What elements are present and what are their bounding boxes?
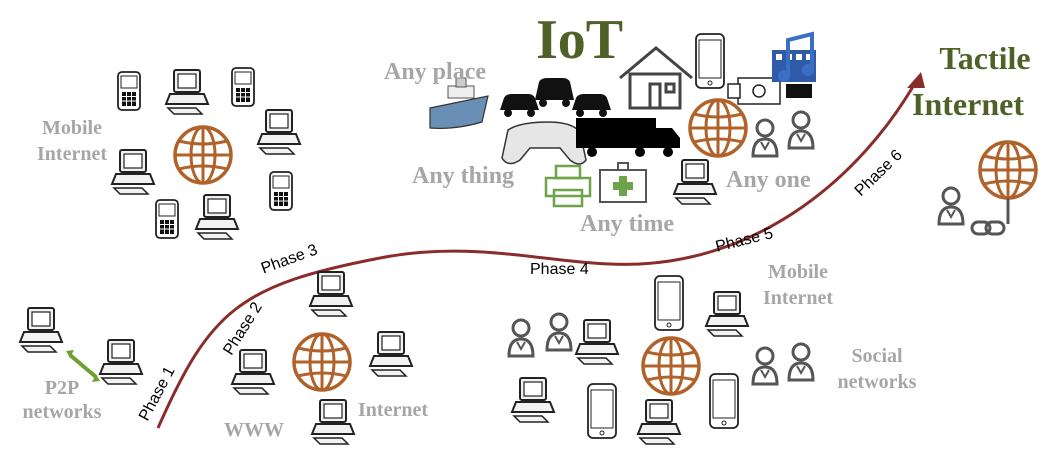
mobile-internet-top-label: Mobile Internet (26, 118, 118, 164)
social-line1: Social (851, 345, 903, 367)
any-thing-label: Any thing (412, 163, 515, 189)
social-networks-label: Social networks (826, 346, 928, 392)
p2p-line2: networks (22, 401, 102, 423)
music-film-icon (772, 31, 816, 98)
www-internet-label: Internet (358, 399, 428, 421)
first-aid-icon (599, 162, 647, 203)
truck-icon (576, 118, 680, 157)
car-icons (500, 78, 611, 117)
mobile-top-line2: Internet (37, 143, 107, 165)
camera-icon (727, 77, 781, 105)
social-line2: networks (837, 371, 917, 393)
p2p-line1: P2P (44, 377, 80, 399)
gamepad-icon (501, 121, 587, 165)
evolution-curve (156, 77, 920, 429)
printer-icon (544, 164, 592, 208)
curve-arrowhead (907, 72, 925, 88)
tactile-line1: Tactile (939, 40, 1031, 76)
mobile-bottom-line2: Internet (763, 287, 833, 309)
mobile-internet-cluster-top (111, 67, 301, 240)
iot-title: IoT (536, 9, 624, 71)
p2p-cluster (19, 307, 143, 385)
tactile-internet-icon (937, 140, 1038, 236)
mobile-bottom-line1: Mobile (768, 261, 828, 283)
ship-icon (429, 77, 489, 129)
house-icon (619, 46, 693, 110)
iot-cluster (429, 31, 816, 208)
p2p-label: P2P networks (14, 378, 110, 422)
mobile-top-line1: Mobile (42, 117, 102, 139)
tactile-title: Tactile (920, 42, 1050, 74)
any-one-label: Any one (726, 167, 811, 193)
any-place-label: Any place (384, 59, 486, 85)
tactile-line2: Internet (912, 86, 1024, 122)
www-label: WWW (224, 419, 284, 441)
phase-4-label: Phase 4 (530, 261, 589, 278)
mobile-internet-bottom-label: Mobile Internet (752, 262, 844, 308)
any-time-label: Any time (580, 211, 674, 237)
